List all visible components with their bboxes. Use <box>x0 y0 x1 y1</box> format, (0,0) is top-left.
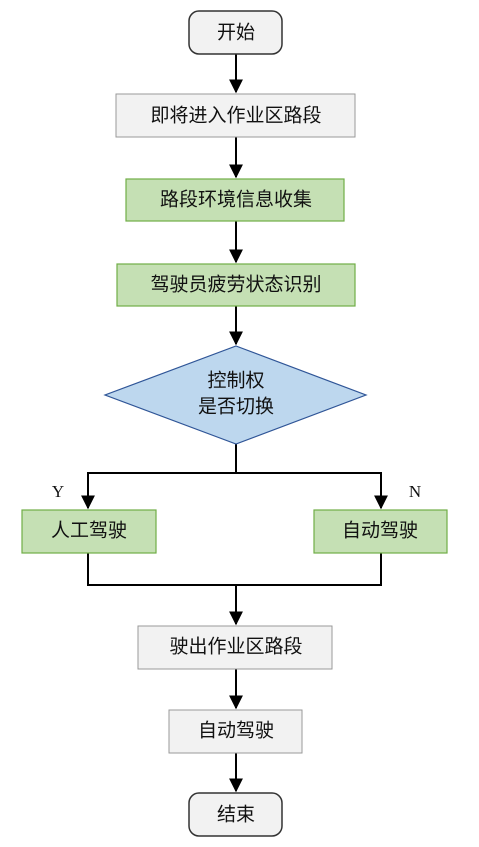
branch-yes-label: Y <box>52 482 64 501</box>
start-label: 开始 <box>217 22 255 44</box>
collect-info-node: 路段环境信息收集 <box>125 178 345 222</box>
branch-split-line-right <box>236 472 388 510</box>
auto-driving-final-label: 自动驾驶 <box>198 720 274 742</box>
exit-work-zone-label: 驶出作业区路段 <box>169 636 302 658</box>
collect-info-label: 路段环境信息收集 <box>160 189 312 211</box>
branch-no-label: N <box>409 482 421 501</box>
manual-driving-label: 人工驾驶 <box>51 520 127 542</box>
auto-driving-branch-label: 自动驾驶 <box>342 520 418 542</box>
manual-driving-node: 人工驾驶 <box>21 509 157 554</box>
end-label: 结束 <box>217 804 255 826</box>
auto-driving-final-node: 自动驾驶 <box>168 709 303 754</box>
branch-split-line <box>81 444 237 510</box>
end-node: 结束 <box>188 792 283 837</box>
connectors <box>81 54 388 793</box>
decision-label-line1: 控制权 <box>207 370 264 392</box>
fatigue-recognition-label: 驾驶员疲劳状态识别 <box>150 274 321 296</box>
enter-work-zone-node: 即将进入作业区路段 <box>115 93 356 138</box>
branch-merge-line <box>87 553 382 586</box>
decision-label-line2: 是否切换 <box>198 396 274 418</box>
enter-work-zone-label: 即将进入作业区路段 <box>150 105 321 127</box>
fatigue-recognition-node: 驾驶员疲劳状态识别 <box>116 263 356 307</box>
auto-driving-branch-node: 自动驾驶 <box>313 509 448 554</box>
exit-work-zone-node: 驶出作业区路段 <box>137 625 333 670</box>
start-node: 开始 <box>188 10 283 55</box>
decision-node: 控制权 是否切换 <box>103 345 368 445</box>
